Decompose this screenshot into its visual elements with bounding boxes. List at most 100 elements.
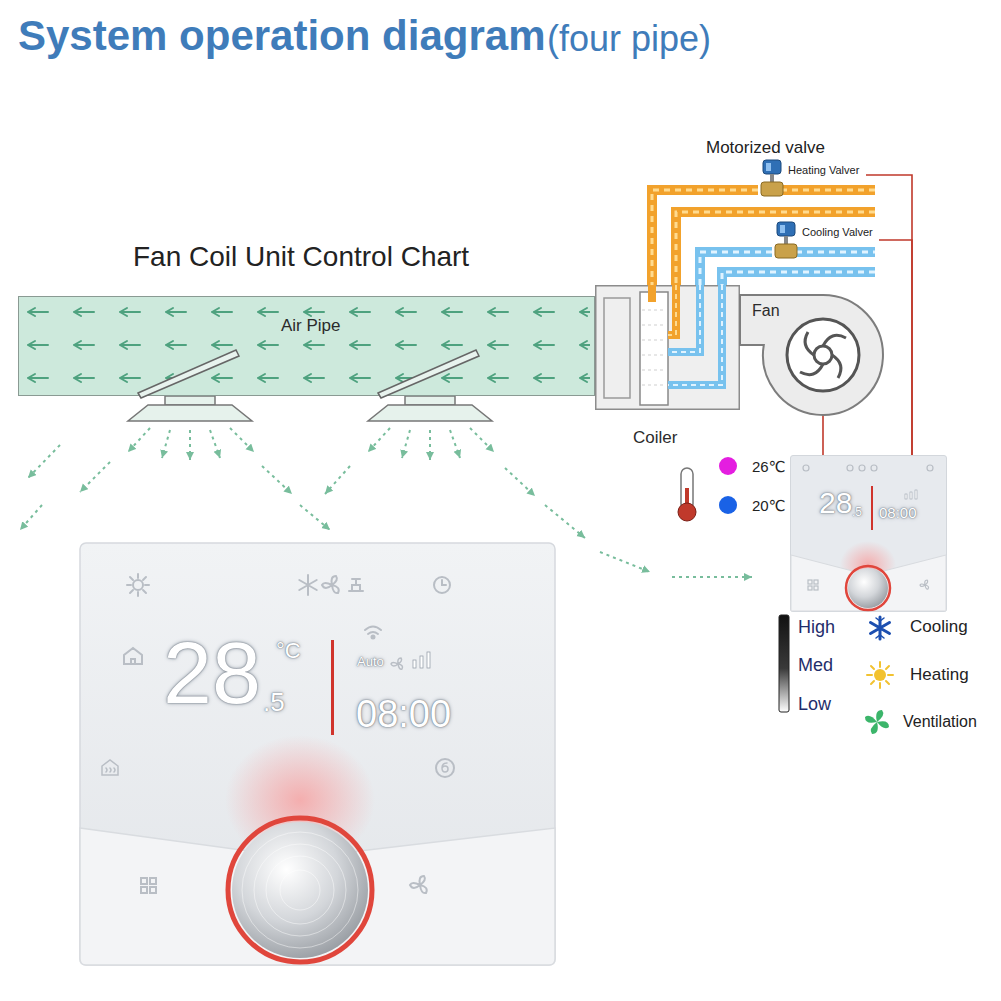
display-divider	[331, 640, 334, 735]
display-decimal: .5	[263, 688, 285, 718]
coil	[640, 292, 668, 405]
pipe-run	[770, 189, 875, 192]
thermostat-small-detail	[871, 465, 877, 471]
valve-body	[761, 182, 783, 196]
thermostat-icon	[102, 760, 118, 775]
cold-water-pipe	[700, 252, 772, 285]
thermostat-panel	[242, 832, 358, 948]
ventilation-icon	[865, 716, 877, 723]
pipe-run	[722, 272, 875, 286]
thermostat-icon	[141, 887, 147, 893]
pipe-run	[676, 212, 875, 286]
node-label: Coiler	[633, 428, 677, 448]
airflow-arrow	[262, 466, 292, 494]
thermostat-small-detail	[905, 490, 917, 499]
thermostat-small-detail	[920, 580, 929, 589]
airflow-arrow	[300, 505, 330, 530]
thermostat-icon	[434, 577, 450, 593]
thermostat-small-detail	[803, 465, 809, 471]
airflow-arrow	[402, 430, 410, 458]
legend-swatch	[719, 457, 737, 475]
legend-label: 26℃	[752, 458, 786, 475]
valve-body	[775, 244, 797, 258]
thermostat-icon	[299, 575, 316, 595]
damper	[138, 350, 479, 398]
valve-motor	[780, 225, 785, 233]
thermostat-small-detail	[859, 465, 865, 471]
legend-label: Heating	[910, 665, 969, 685]
control-wire	[866, 175, 912, 455]
thermostat-small-detail	[791, 465, 946, 611]
display-clock: 08:00	[356, 693, 451, 737]
knob-ring	[228, 818, 372, 962]
display-temperature: 28	[163, 622, 261, 723]
pipe-run	[676, 212, 875, 286]
thermostat-icon	[322, 576, 339, 593]
pipe-run	[668, 285, 722, 385]
speed-bar	[779, 615, 789, 712]
air-diffuser	[165, 396, 215, 405]
thermometer-icon	[678, 468, 696, 521]
pipe-run	[652, 285, 722, 385]
pipe-run	[668, 285, 700, 352]
thermostat-icon	[150, 878, 156, 884]
thermostat-icon	[127, 574, 149, 596]
airflow-arrow	[128, 428, 150, 452]
valve-stem	[770, 174, 774, 182]
fan-scroll	[740, 295, 883, 415]
thermostat-icon	[141, 878, 147, 884]
thermostat-small-detail	[927, 465, 933, 471]
valve-icon	[772, 222, 800, 258]
pipe-run	[668, 285, 700, 352]
thermostat-small-detail	[808, 580, 812, 584]
node-label: Air Pipe	[281, 316, 341, 336]
thermostat-panel	[266, 856, 334, 924]
ventilation-icon	[865, 710, 889, 734]
thermostat-small-detail	[910, 492, 912, 499]
thermostat-small-detail	[808, 586, 812, 590]
thermostat-icon	[442, 580, 446, 585]
air-diffuser	[128, 405, 252, 421]
node-label: Cooling Valver	[802, 226, 873, 239]
pipe-run	[668, 285, 676, 335]
node-label: Fan	[752, 302, 780, 320]
node-text: .5	[852, 506, 862, 520]
valve-motor	[777, 222, 795, 236]
thermostat-small-detail	[847, 465, 853, 471]
thermostat-small-detail	[871, 486, 873, 530]
thermostat-small-detail	[905, 494, 907, 499]
display-mode: Auto	[357, 655, 384, 670]
coil	[604, 292, 668, 405]
pipe-run	[785, 247, 875, 257]
heating-valve: Heating Valver	[758, 160, 866, 196]
pipe-run	[648, 285, 656, 302]
fan-wheel	[800, 332, 846, 378]
pipe-run	[722, 272, 875, 286]
thermostat-icon	[372, 636, 375, 639]
pipe-run	[676, 190, 875, 286]
air-diffuser	[128, 396, 492, 421]
node-text: 08:00	[879, 504, 917, 521]
display-unit: °C	[276, 638, 301, 663]
air-arrows	[22, 300, 590, 392]
airflow-arrow	[470, 428, 494, 452]
thermostat-panel	[254, 844, 346, 936]
thermostat-small-detail	[814, 580, 818, 584]
airflow-arrow	[210, 430, 220, 458]
node-label: Heating Valver	[788, 164, 859, 177]
thermostat-icon	[410, 876, 427, 893]
pipe-run	[668, 285, 676, 335]
connector-group	[879, 240, 912, 455]
legend-label: 20℃	[752, 497, 786, 514]
thermostat-icon	[124, 648, 142, 664]
pipe-run	[668, 285, 722, 385]
coil	[604, 298, 630, 398]
airflow-arrow	[189, 430, 191, 460]
damper	[138, 350, 239, 398]
knob	[232, 822, 368, 958]
connector-group	[823, 415, 824, 455]
thermostat-panel	[80, 543, 555, 965]
thermometer-icon	[678, 503, 696, 521]
